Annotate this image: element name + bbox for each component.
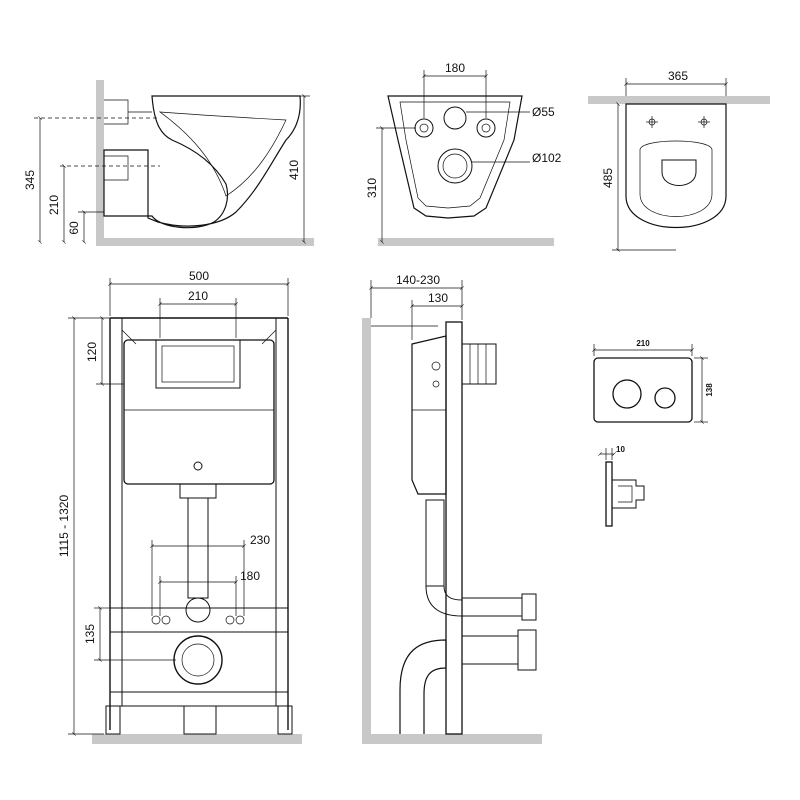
floor-hatch	[92, 734, 302, 744]
cistern-drain-collar	[179, 483, 217, 499]
plate-side-lever	[618, 485, 633, 503]
floor-hatch	[96, 238, 314, 246]
dim-180: 180	[240, 569, 260, 583]
wall-hatch	[96, 80, 104, 245]
side-waste-elbow	[399, 639, 447, 734]
floor-hatch	[362, 734, 542, 744]
frame-lower-crossbar	[109, 607, 289, 633]
bowl-outline	[103, 95, 301, 229]
dim-120: 120	[85, 342, 99, 362]
dim-height-range: 1115 - 1320	[57, 495, 71, 558]
wall-hatch	[362, 318, 371, 740]
hole-right-inner	[481, 123, 491, 133]
flush-plate-view: 210 138 10	[592, 339, 714, 527]
bolt-marker-left	[646, 116, 658, 128]
bolt-marker-right	[698, 116, 710, 128]
dim-500: 500	[189, 269, 209, 283]
flush-actuator-box	[461, 343, 497, 385]
rear-inner-outline	[399, 101, 511, 209]
dim-55: Ø55	[532, 105, 555, 119]
side-waste-cap	[517, 629, 537, 671]
hole-left	[414, 118, 434, 138]
flush-button-small[interactable]	[654, 387, 676, 409]
plate-side-section	[605, 461, 613, 527]
stud-1	[151, 615, 161, 625]
dim-135: 135	[83, 624, 97, 644]
cistern-side-fitting	[431, 361, 441, 371]
dim-210: 210	[47, 195, 61, 215]
stud-3	[225, 615, 235, 625]
frame-foot-left	[105, 705, 121, 735]
dim-210-tank: 210	[188, 289, 208, 303]
hole-102-inner	[442, 153, 468, 179]
dim-310: 310	[365, 178, 379, 198]
top-outline	[625, 103, 727, 229]
hole-102	[437, 148, 473, 184]
frame-brace-left	[121, 329, 137, 345]
seat-opening	[661, 159, 697, 186]
waste-outlet-outer	[173, 635, 223, 685]
frame-bottom-bar	[109, 691, 289, 707]
dim-410: 410	[287, 160, 301, 180]
side-outlet-pipe	[461, 597, 523, 617]
frame-side-view: 140-230 130	[362, 273, 542, 744]
cistern-valve	[193, 461, 203, 471]
frame-post	[445, 321, 463, 735]
cistern-side-fitting-2	[432, 380, 440, 388]
hole-right	[476, 118, 496, 138]
dim-365: 365	[668, 69, 688, 83]
hole-left-inner	[419, 123, 429, 133]
dim-485: 485	[601, 168, 615, 188]
plate-side-mechanism	[611, 479, 645, 509]
dim-180: 180	[445, 61, 465, 75]
floor-hatch	[378, 238, 554, 246]
frame-brace-right	[261, 329, 277, 345]
dim-plate-width: 210	[636, 339, 650, 348]
waste-outlet-inner	[181, 643, 215, 677]
dim-140-230: 140-230	[396, 273, 440, 287]
wall-hatch	[588, 96, 770, 104]
bowl-rear-view: 180 Ø55 Ø102 310	[365, 61, 562, 246]
bowl-top-view: 365 485	[588, 69, 770, 252]
cistern-side	[411, 335, 447, 495]
inlet-fitting	[104, 99, 152, 181]
rear-outline	[387, 95, 523, 219]
hole-55-center	[443, 106, 467, 130]
side-elbow	[425, 585, 463, 617]
dim-102: Ø102	[532, 151, 562, 165]
side-outlet-cap	[521, 593, 537, 621]
seat-outline	[639, 140, 713, 217]
cistern-flush-opening-inner	[161, 345, 235, 383]
frame-front-view: 500 210 120 1115 - 1320 230 180 135	[57, 269, 302, 744]
side-waste-pipe	[461, 635, 519, 665]
dim-130: 130	[428, 291, 448, 305]
dim-60: 60	[67, 221, 81, 235]
flush-actuator-ribs	[469, 344, 487, 384]
cistern-flush-opening	[155, 339, 241, 389]
bowl-side-view: 345 210 60 410	[23, 80, 314, 246]
frame-foot-right	[277, 705, 293, 735]
stud-2	[161, 615, 171, 625]
flush-pipe-outlet	[185, 597, 211, 623]
bowl-inner	[158, 111, 287, 197]
stud-4	[235, 615, 245, 625]
dim-plate-thickness: 10	[616, 445, 625, 454]
flush-plate[interactable]	[593, 357, 693, 423]
dim-230: 230	[250, 533, 270, 547]
flush-button-large[interactable]	[612, 379, 642, 409]
side-flush-pipe	[425, 499, 445, 587]
flush-pipe	[187, 497, 209, 599]
dim-345: 345	[23, 170, 37, 190]
dim-plate-height: 138	[705, 383, 714, 397]
frame-foot-center	[183, 705, 217, 735]
